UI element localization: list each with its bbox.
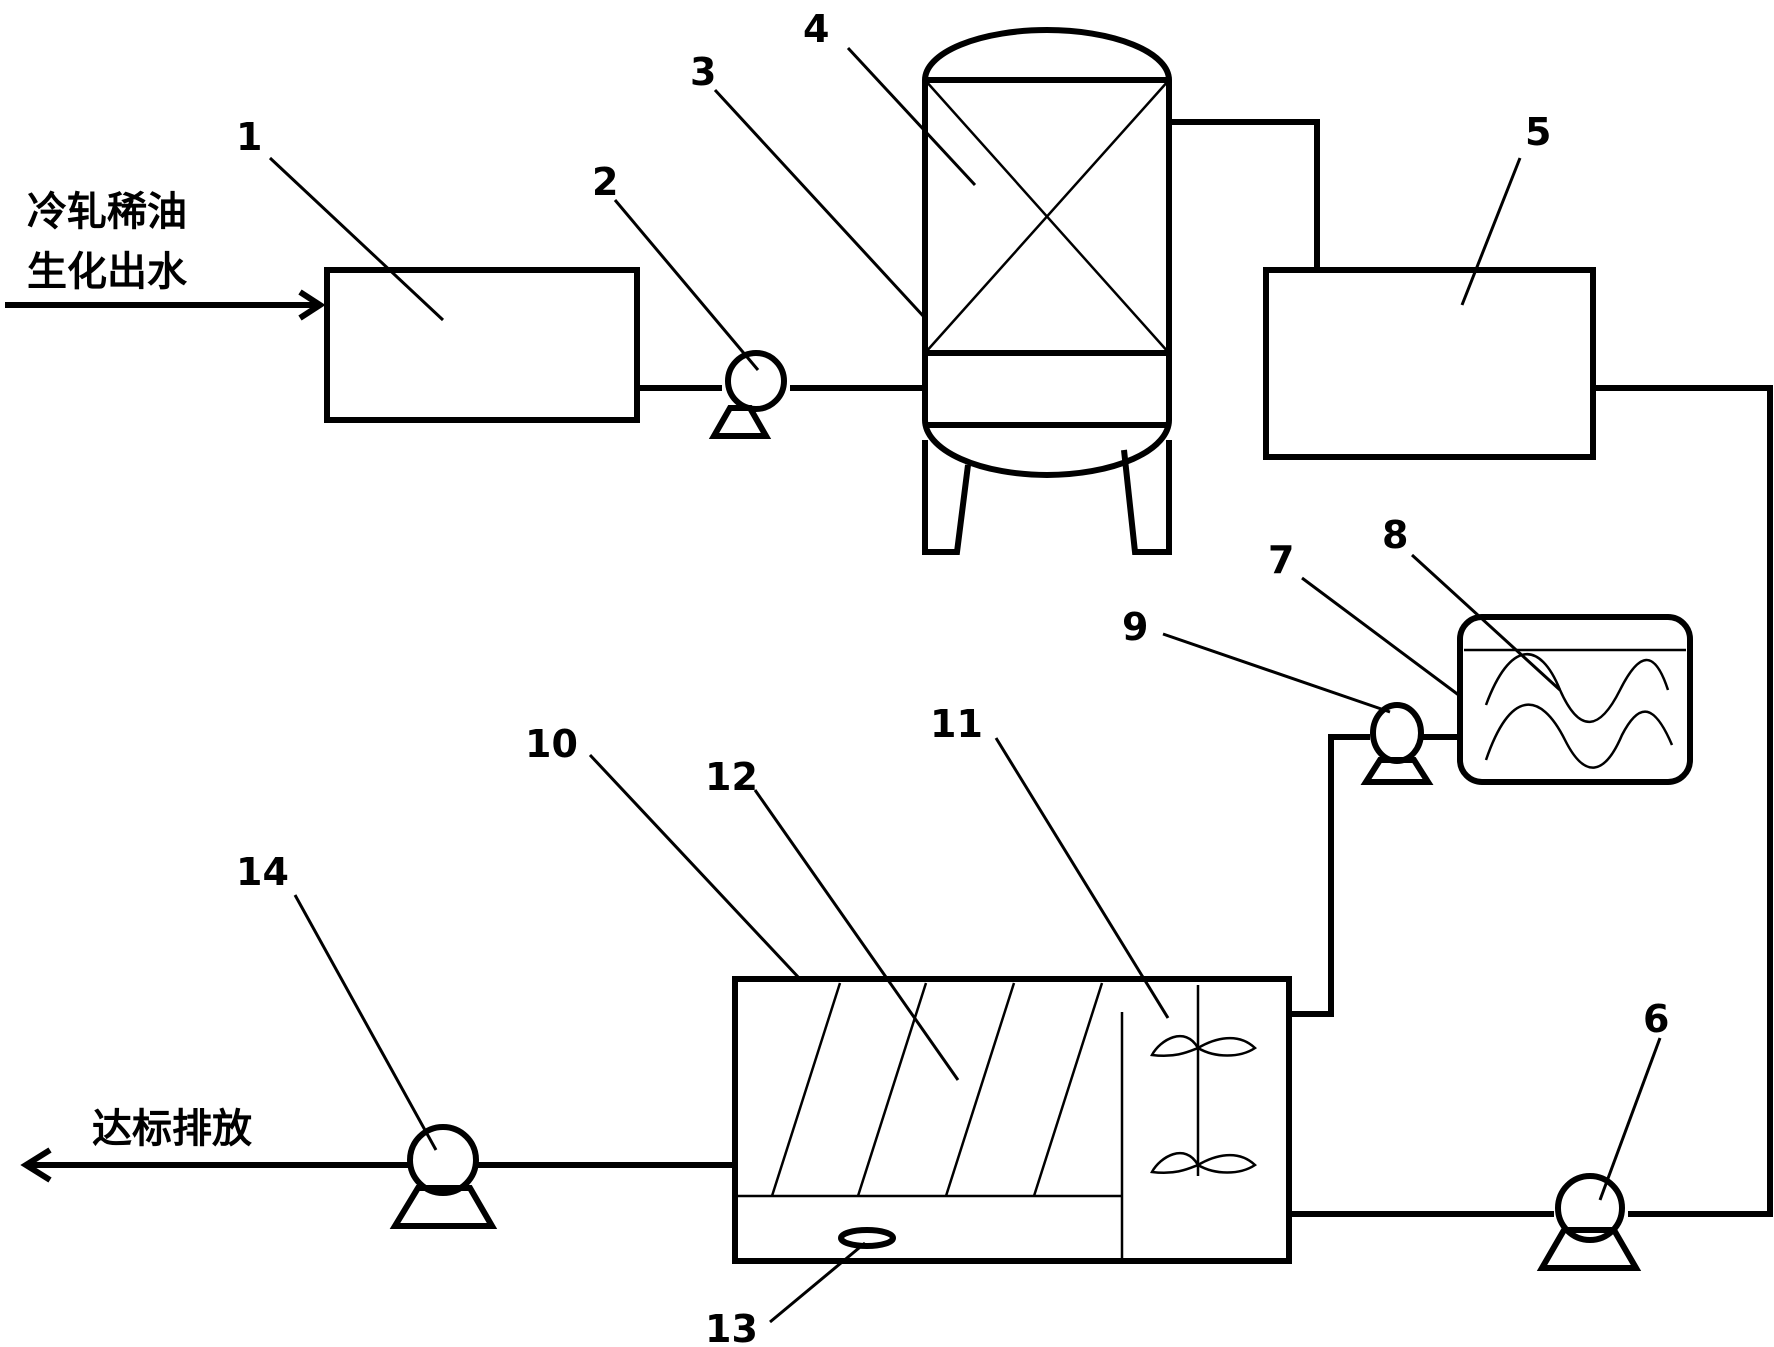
pump-2 — [708, 350, 787, 439]
callout-1: 1 — [236, 115, 262, 159]
callout-11: 11 — [930, 702, 983, 746]
callout-3: 3 — [690, 50, 716, 94]
callout-6: 6 — [1643, 997, 1669, 1041]
inlet-label-line2: 生化出水 — [27, 249, 188, 295]
callout-13: 13 — [705, 1307, 758, 1347]
inlet-arrow — [5, 289, 326, 321]
pipe-pump9-to-reactor — [1289, 734, 1370, 1017]
pump-9 — [1360, 702, 1434, 785]
callout-labels: 1 2 3 4 5 6 7 8 9 10 11 12 13 14 — [236, 7, 1669, 1347]
callout-7: 7 — [1268, 538, 1294, 582]
callout-2: 2 — [592, 160, 618, 204]
pressure-vessel — [922, 27, 1172, 555]
inlet-tank — [324, 267, 640, 423]
callout-4: 4 — [803, 7, 829, 51]
intermediate-tank — [1263, 267, 1596, 460]
pump-6 — [1536, 1173, 1642, 1271]
pipe-vessel-to-tank5 — [1169, 119, 1320, 270]
callout-14: 14 — [236, 850, 289, 894]
reactor-basin — [732, 976, 1292, 1264]
pump-14 — [389, 1124, 498, 1229]
pipe-tank5-to-pump6 — [1593, 385, 1773, 1217]
callout-5: 5 — [1525, 110, 1551, 154]
callout-9: 9 — [1122, 605, 1148, 649]
leader-lines — [268, 46, 1662, 1324]
outlet-label: 达标排放 — [92, 1106, 252, 1152]
dosing-tank — [1457, 614, 1693, 785]
callout-12: 12 — [705, 755, 758, 799]
outlet-arrowhead — [20, 1147, 52, 1183]
callout-8: 8 — [1382, 513, 1408, 557]
inlet-label-line1: 冷轧稀油 — [27, 189, 187, 235]
callout-10: 10 — [525, 722, 578, 766]
